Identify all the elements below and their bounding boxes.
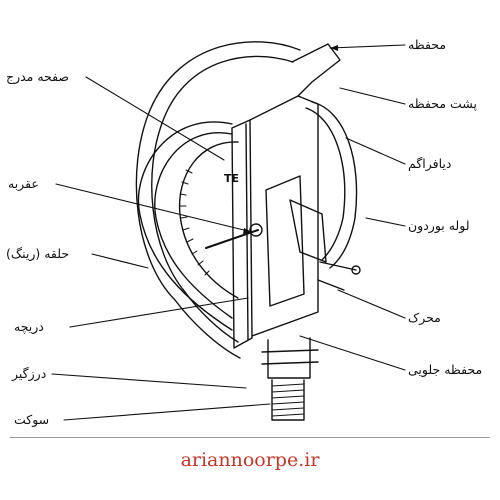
label-casing-back: پشت محفظه [408, 96, 477, 111]
label-window: دریچه [14, 319, 44, 334]
pointer-needle [205, 229, 259, 249]
pointer-hub [249, 223, 263, 237]
dial-ticks [179, 169, 210, 276]
ring-outer [137, 121, 233, 331]
dial-mark: TE [224, 172, 239, 185]
arrow-casing [330, 45, 338, 51]
window-panel [231, 119, 253, 349]
arrow-pointer [243, 228, 252, 234]
casing-top-lip [291, 43, 341, 97]
label-front-casing: محفظه جلویی [408, 362, 483, 377]
label-gasket: درزگیر [12, 366, 47, 381]
dial-face [178, 141, 239, 299]
casing-back [249, 95, 319, 337]
label-casing: محفظه [408, 37, 447, 52]
label-bourdon-tube: لوله بوردون [408, 218, 470, 233]
ring-inner [154, 132, 233, 319]
bourdon-tube [311, 101, 358, 269]
label-dial: صفحه مدرج [6, 69, 70, 84]
label-movement: محرک [408, 310, 441, 325]
leader-lines-right [299, 44, 406, 371]
casing-inner [151, 55, 294, 343]
label-pointer: عقربه [8, 176, 39, 191]
movement-plate [265, 175, 305, 307]
label-ring: حلقه (رینگ) [6, 246, 70, 261]
socket-stem [267, 337, 311, 379]
socket-hex [261, 349, 319, 365]
bourdon-tube-inner [305, 107, 346, 261]
leader-lines-left [51, 76, 271, 421]
footer-website: ariannoorpe.ir [180, 449, 320, 471]
movement-sector [289, 199, 327, 263]
movement-screw [351, 265, 361, 275]
label-diaphragm: دیافراگم [408, 156, 452, 171]
socket-thread [271, 379, 305, 421]
casing-outer [135, 41, 301, 359]
label-socket: سوکت [14, 412, 50, 427]
footer-divider [10, 437, 490, 438]
movement-arm [317, 261, 357, 291]
thread-lines [271, 383, 305, 417]
